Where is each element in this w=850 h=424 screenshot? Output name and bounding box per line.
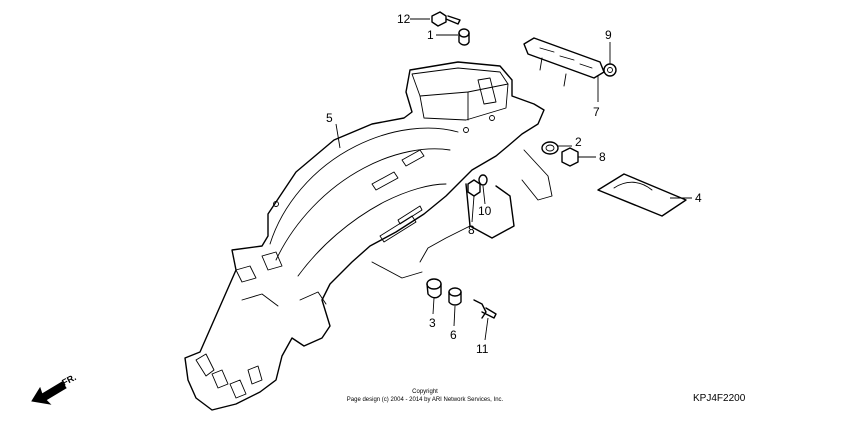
collar-1-drawing bbox=[458, 28, 470, 46]
nut-8-lower-drawing bbox=[467, 179, 481, 197]
callout-6: 6 bbox=[450, 328, 457, 342]
grommet-3-drawing bbox=[426, 278, 442, 299]
nut-8-upper-drawing bbox=[561, 147, 579, 167]
bolt-12-drawing bbox=[431, 11, 461, 27]
callout-2: 2 bbox=[575, 135, 582, 149]
copyright-line-1: Copyright bbox=[412, 389, 438, 395]
callout-9: 9 bbox=[605, 28, 612, 42]
callout-11: 11 bbox=[476, 342, 489, 356]
callout-8-lower: 8 bbox=[468, 223, 475, 237]
washer-10-drawing bbox=[478, 174, 488, 186]
callout-7: 7 bbox=[593, 105, 600, 119]
front-arrow-icon bbox=[31, 381, 67, 405]
callout-8-upper: 8 bbox=[599, 150, 606, 164]
callout-12: 12 bbox=[397, 12, 411, 26]
callout-3: 3 bbox=[429, 316, 436, 330]
label-4-drawing bbox=[597, 173, 687, 217]
callout-labels: 12 1 9 7 5 2 8 4 10 8 3 6 11 bbox=[326, 12, 702, 356]
callout-10: 10 bbox=[478, 204, 492, 218]
bolt-11-drawing bbox=[473, 299, 497, 319]
bracket-7-drawing bbox=[523, 37, 605, 87]
rear-fender-drawing bbox=[184, 61, 553, 411]
collar-6-drawing bbox=[448, 287, 462, 306]
callout-5: 5 bbox=[326, 111, 333, 125]
callout-4: 4 bbox=[695, 191, 702, 205]
grommet-2-drawing bbox=[541, 141, 559, 155]
nut-9-drawing bbox=[603, 63, 617, 77]
leader-lines bbox=[335, 18, 692, 341]
front-direction-indicator: FR. bbox=[31, 372, 78, 405]
diagram-code: KPJ4F2200 bbox=[693, 393, 746, 404]
front-label: FR. bbox=[60, 372, 77, 388]
copyright-line-2: Page design (c) 2004 - 2014 by ARI Netwo… bbox=[347, 397, 504, 403]
callout-1: 1 bbox=[427, 28, 434, 42]
